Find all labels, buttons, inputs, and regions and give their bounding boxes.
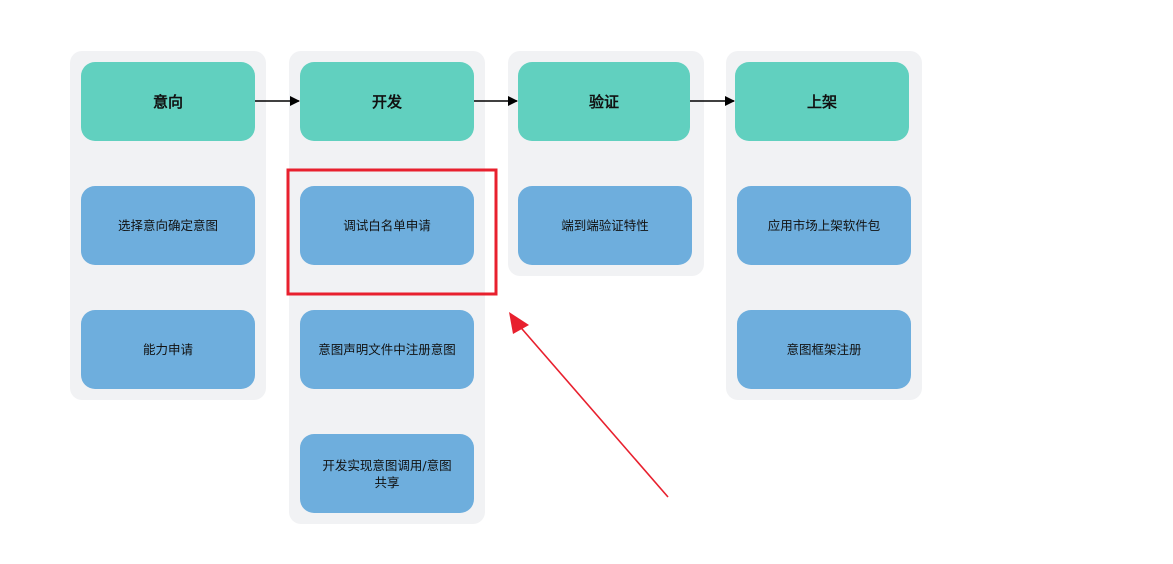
header-verify: 验证 bbox=[518, 62, 690, 141]
pointer-arrow-head bbox=[509, 312, 529, 334]
step-select-intent: 选择意向确定意图 bbox=[81, 186, 255, 265]
header-develop: 开发 bbox=[300, 62, 474, 141]
step-framework-register: 意图框架注册 bbox=[737, 310, 911, 389]
pointer-arrow-shaft bbox=[515, 321, 669, 498]
step-e2e-verify: 端到端验证特性 bbox=[518, 186, 692, 265]
step-implement-intent: 开发实现意图调用/意图共享 bbox=[300, 434, 474, 513]
header-intent: 意向 bbox=[81, 62, 255, 141]
step-register-intent: 意图声明文件中注册意图 bbox=[300, 310, 474, 389]
step-whitelist-apply: 调试白名单申请 bbox=[300, 186, 474, 265]
step-capability-apply: 能力申请 bbox=[81, 310, 255, 389]
header-publish: 上架 bbox=[735, 62, 909, 141]
step-market-publish: 应用市场上架软件包 bbox=[737, 186, 911, 265]
